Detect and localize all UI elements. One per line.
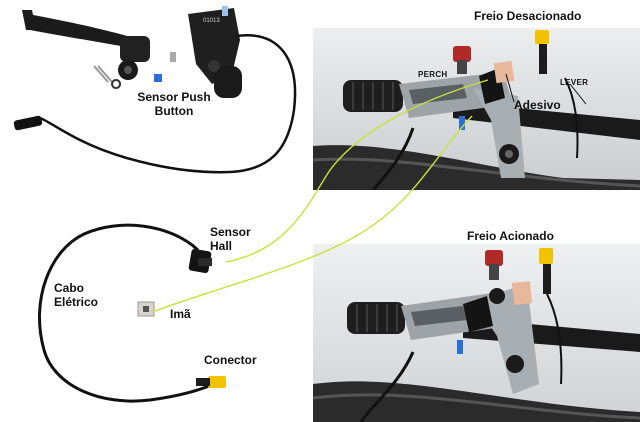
brake-released-illustration [313,28,640,190]
hall-sensor-kit-illustration [38,223,226,403]
label-sensor-hall-line1: Sensor [210,225,251,239]
photo-brake-engaged [313,244,640,422]
label-lever: LEVER [560,78,589,87]
label-cabo-line2: Elétrico [54,295,99,309]
label-freio-desacionado: Freio Desacionado [474,9,582,23]
label-sensor-hall: Sensor Hall [210,225,251,253]
part-number-text: 01013 [203,18,220,24]
label-sensor-push-button-line1: Sensor Push [137,90,211,104]
lever-assembly-illustration: 01013 [13,6,297,174]
label-cabo-eletrico: Cabo Elétrico [54,281,98,309]
brake-engaged-illustration [313,244,640,422]
label-perch: PERCH [418,70,448,79]
label-cabo-line1: Cabo [54,281,84,295]
label-sensor-push-button: Sensor Push Button [124,90,224,118]
label-sensor-hall-line2: Hall [210,239,233,253]
label-freio-acionado: Freio Acionado [467,229,554,243]
photo-brake-released [313,28,640,190]
label-sensor-push-button-line2: Button [154,104,194,118]
label-adesivo: Adesivo [514,98,561,112]
label-ima: Imã [170,307,191,321]
label-conector: Conector [204,353,257,367]
